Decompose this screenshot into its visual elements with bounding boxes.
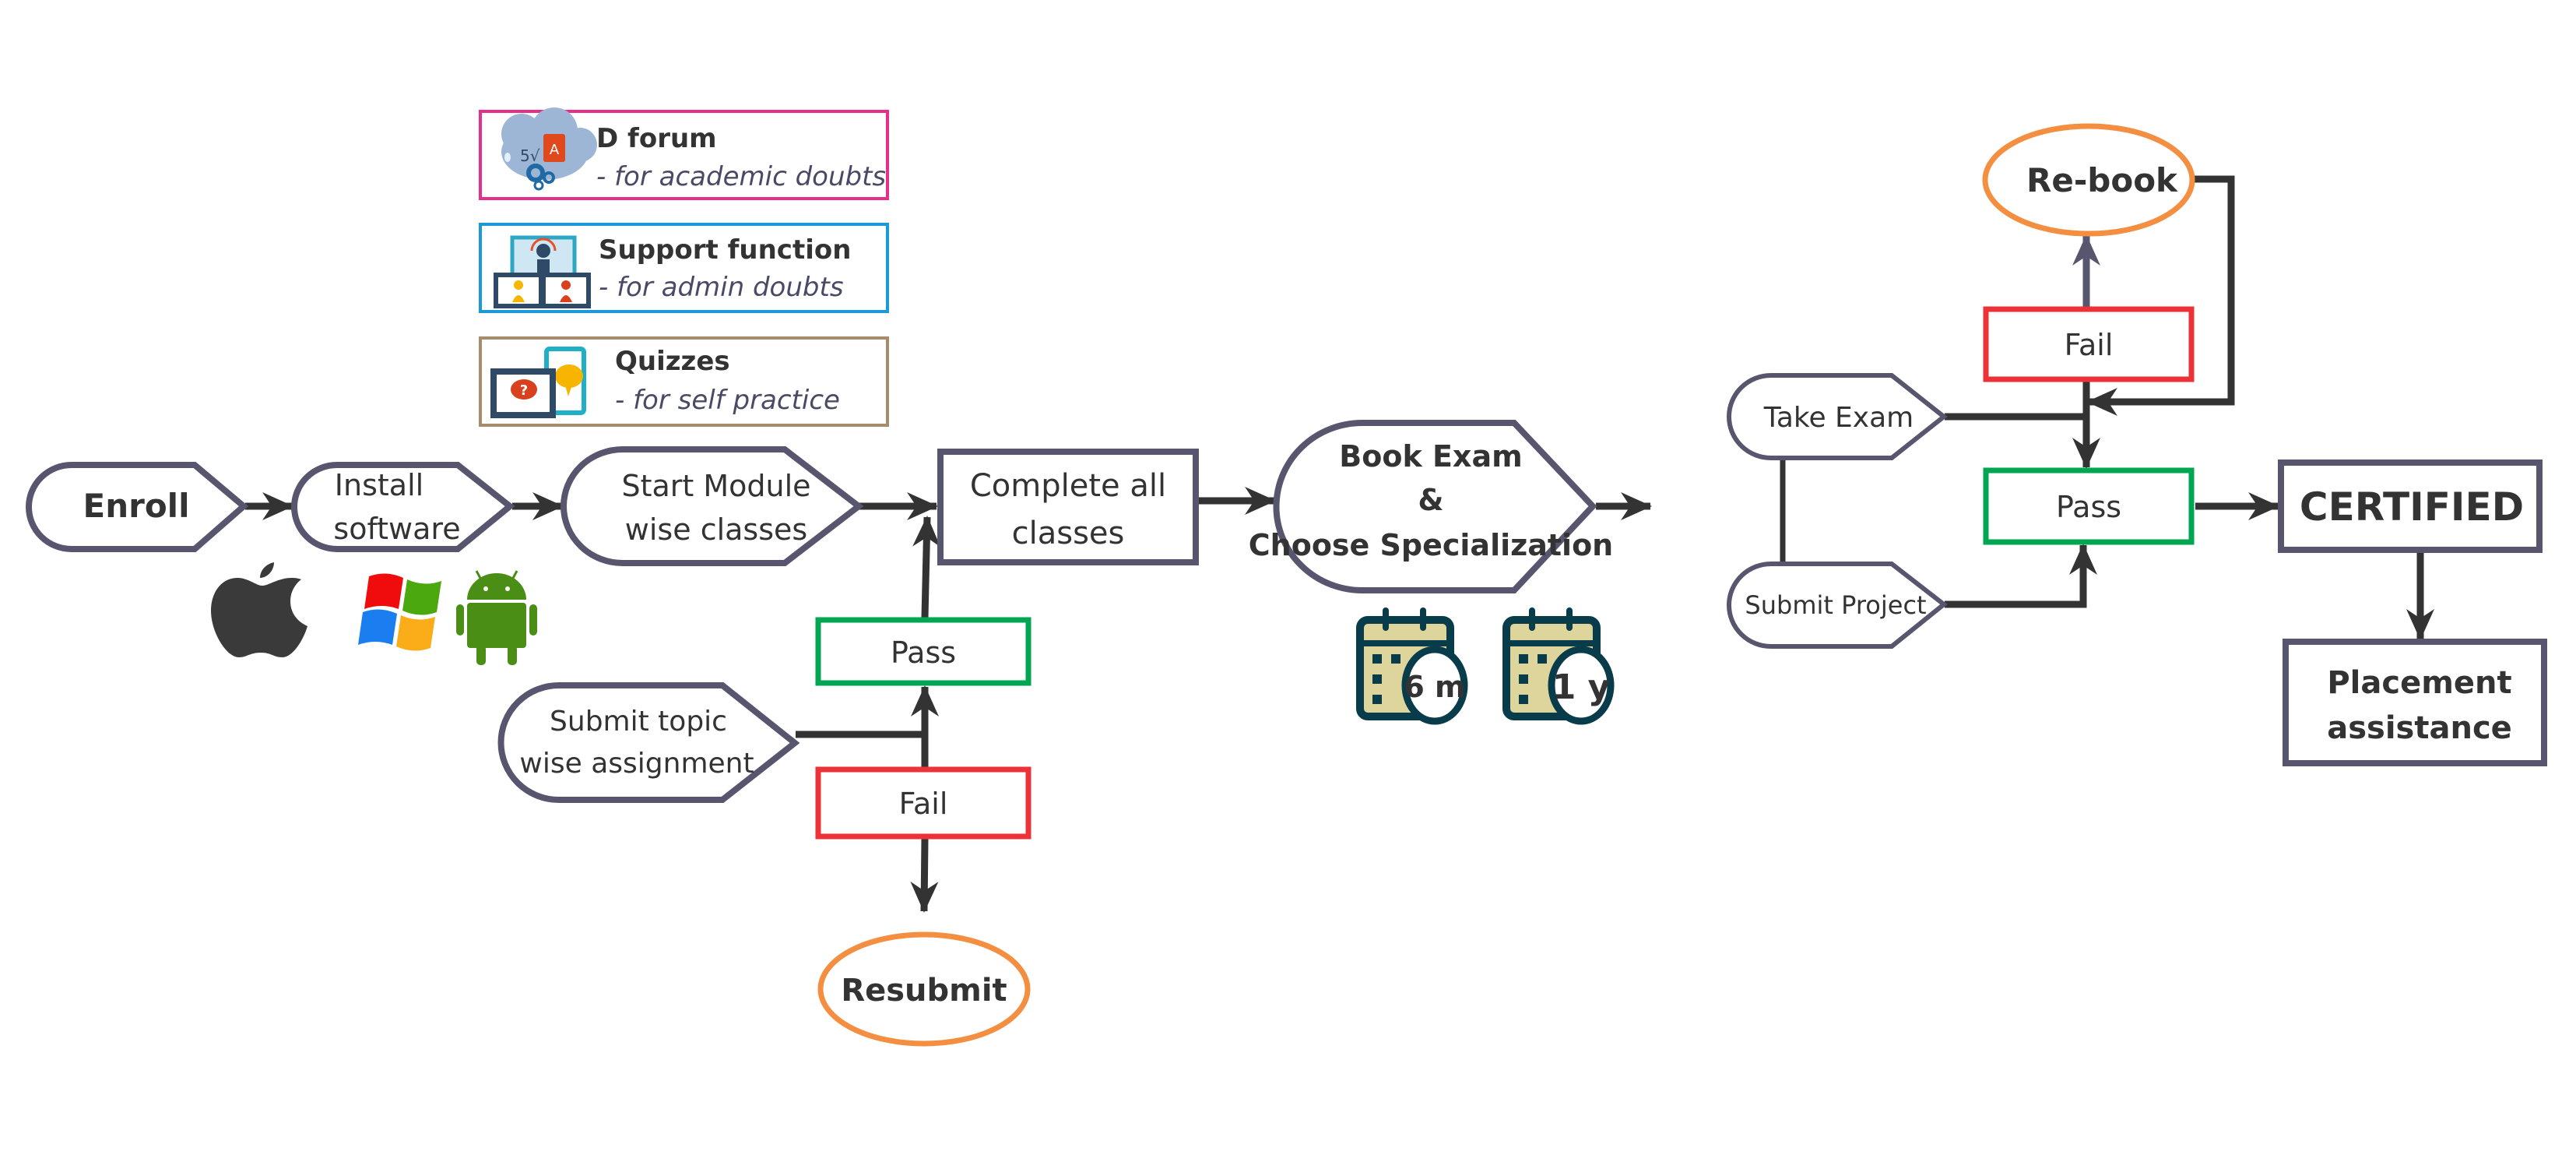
node-complete-line1: Complete all xyxy=(970,468,1166,504)
arrow-project-to-pass xyxy=(1945,544,2097,608)
node-install-software[interactable]: Install software xyxy=(291,462,515,552)
legend-quizzes-subtitle: - for self practice xyxy=(615,385,840,416)
node-submit-assignment-line1: Submit topic xyxy=(550,706,727,738)
legend-quizzes: ? Quizzes - for self practice xyxy=(479,336,889,427)
node-start-module-line2: wise classes xyxy=(625,512,807,547)
node-submit-assignment-line2: wise assignment xyxy=(519,748,754,780)
node-complete-line2: classes xyxy=(1012,516,1125,551)
arrow-pass-to-complete xyxy=(912,516,941,618)
node-certified[interactable]: CERTIFIED xyxy=(2278,459,2543,553)
node-placement-line1: Placement xyxy=(2327,665,2511,701)
node-placement-line2: assistance xyxy=(2327,710,2512,746)
node-book-exam-line1: Book Exam xyxy=(1339,439,1522,474)
connectors xyxy=(245,175,2434,913)
legend-support-subtitle: - for admin doubts xyxy=(599,272,844,303)
node-rebook-label: Re-book xyxy=(2026,161,2178,199)
legend-support-title: Support function xyxy=(599,234,851,266)
windows-icon xyxy=(358,573,441,651)
node-start-module[interactable]: Start Module wise classes xyxy=(561,446,864,566)
node-exam-fail[interactable]: Fail xyxy=(1983,306,2195,382)
svg-text:A: A xyxy=(550,142,560,158)
apple-icon xyxy=(211,562,308,657)
platform-icons xyxy=(211,562,537,665)
legend-forum-subtitle: - for academic doubts xyxy=(596,161,886,192)
legend-quizzes-title: Quizzes xyxy=(615,346,730,377)
node-exam-fail-label: Fail xyxy=(2065,328,2114,362)
node-exam-pass[interactable]: Pass xyxy=(1983,467,2195,545)
duration-1y-label: 1 y xyxy=(1552,667,1611,707)
node-start-module-line1: Start Module xyxy=(621,469,810,503)
node-install-line2: software xyxy=(333,512,460,546)
node-submit-project-label: Submit Project xyxy=(1745,590,1926,620)
node-submit-assignment[interactable]: Submit topic wise assignment xyxy=(497,682,800,803)
node-enroll-label: Enroll xyxy=(83,487,190,525)
node-book-exam-line3: Choose Specialization xyxy=(1249,528,1613,562)
cloud-math-icon: 5√ A xyxy=(501,107,597,191)
node-book-exam[interactable]: Book Exam & Choose Specialization xyxy=(1249,420,1613,593)
node-placement[interactable]: Placement assistance xyxy=(2283,639,2547,766)
legend-forum: 5√ A D forum - for academic doubts xyxy=(479,107,889,200)
svg-text:5√: 5√ xyxy=(520,146,540,165)
legend-forum-title: D forum xyxy=(596,123,717,154)
support-devices-icon xyxy=(494,235,591,308)
node-certified-label: CERTIFIED xyxy=(2300,484,2524,530)
arrow-rebook-loop xyxy=(2086,175,2235,416)
duration-badges: 6 m 1 y xyxy=(1356,607,1615,725)
calendar-1-year-icon: 1 y xyxy=(1502,607,1615,725)
quiz-devices-icon: ? xyxy=(490,347,586,418)
duration-6m-label: 6 m xyxy=(1404,670,1465,704)
node-enroll[interactable]: Enroll xyxy=(26,462,249,552)
legend-support: Support function - for admin doubts xyxy=(479,223,889,313)
node-assignment-fail-label: Fail xyxy=(899,787,948,821)
arrow-fail-to-resubmit xyxy=(910,838,939,913)
node-exam-pass-label: Pass xyxy=(2056,490,2121,524)
node-install-line1: Install xyxy=(335,468,423,502)
node-complete-classes[interactable]: Complete all classes xyxy=(937,449,1199,565)
node-assignment-pass-label: Pass xyxy=(891,636,956,670)
node-resubmit[interactable]: Resubmit xyxy=(817,931,1031,1047)
node-assignment-fail[interactable]: Fail xyxy=(815,766,1031,840)
node-assignment-pass[interactable]: Pass xyxy=(815,617,1031,686)
node-resubmit-label: Resubmit xyxy=(841,973,1007,1009)
node-take-exam-label: Take Exam xyxy=(1763,402,1914,434)
node-book-exam-line2: & xyxy=(1418,483,1443,517)
node-rebook[interactable]: Re-book xyxy=(1982,123,2195,237)
svg-text:?: ? xyxy=(520,382,528,399)
android-icon xyxy=(456,570,537,665)
calendar-6-months-icon: 6 m xyxy=(1356,607,1468,725)
node-submit-project[interactable]: Submit Project xyxy=(1727,562,1948,649)
node-take-exam[interactable]: Take Exam xyxy=(1727,373,1948,460)
